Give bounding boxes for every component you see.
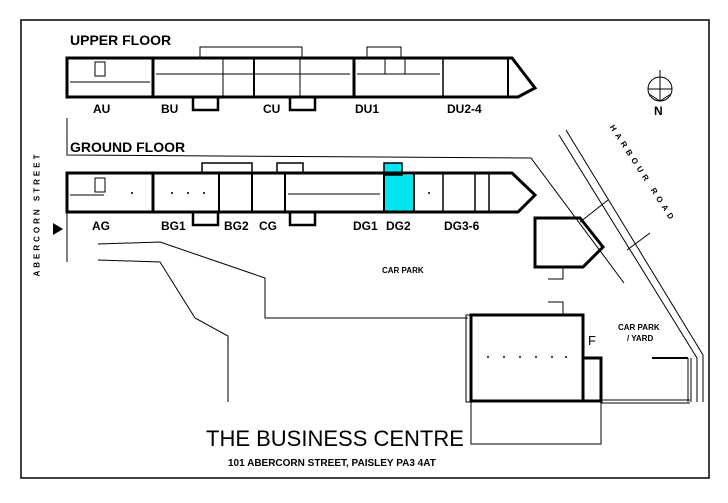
building-f-label: F: [588, 333, 596, 348]
unit-label[interactable]: BU: [161, 102, 179, 116]
site-outlines: [66, 118, 704, 445]
unit-label[interactable]: DU1: [355, 102, 380, 116]
frame: [20, 19, 710, 479]
entrance-arrow-icon: [53, 223, 63, 235]
upper-floor-heading: UPPER FLOOR: [70, 32, 172, 48]
address: 101 ABERCORN STREET, PAISLEY PA3 4AT: [228, 458, 436, 469]
ground-floor-plan: [65, 162, 538, 227]
unit-label[interactable]: AU: [93, 102, 111, 116]
unit-label[interactable]: DG1: [353, 219, 378, 233]
unit-label[interactable]: CU: [263, 102, 281, 116]
unit-label[interactable]: AG: [92, 219, 110, 233]
unit-label[interactable]: BG2: [224, 219, 249, 233]
unit-label[interactable]: DG3-6: [444, 219, 480, 233]
car-park-yard-label: CAR PARK: [618, 323, 660, 332]
unit-label[interactable]: CG: [259, 219, 277, 233]
upper-floor-plan: [65, 46, 538, 112]
abercorn-street-label: ABERCORN STREET: [32, 151, 42, 277]
unit-label[interactable]: DU2-4: [447, 102, 482, 116]
unit-label[interactable]: BG1: [161, 219, 186, 233]
car-park-yard-label: / YARD: [627, 334, 654, 343]
unit-label-highlighted[interactable]: DG2: [386, 219, 411, 233]
ground-floor-heading: GROUND FLOOR: [70, 139, 186, 155]
north-compass-icon: [647, 70, 673, 102]
unit-dg2-highlight: [384, 175, 414, 212]
car-park-label: CAR PARK: [382, 266, 424, 275]
page-title: THE BUSINESS CENTRE: [206, 426, 464, 451]
compass-north-label: N: [654, 104, 663, 118]
